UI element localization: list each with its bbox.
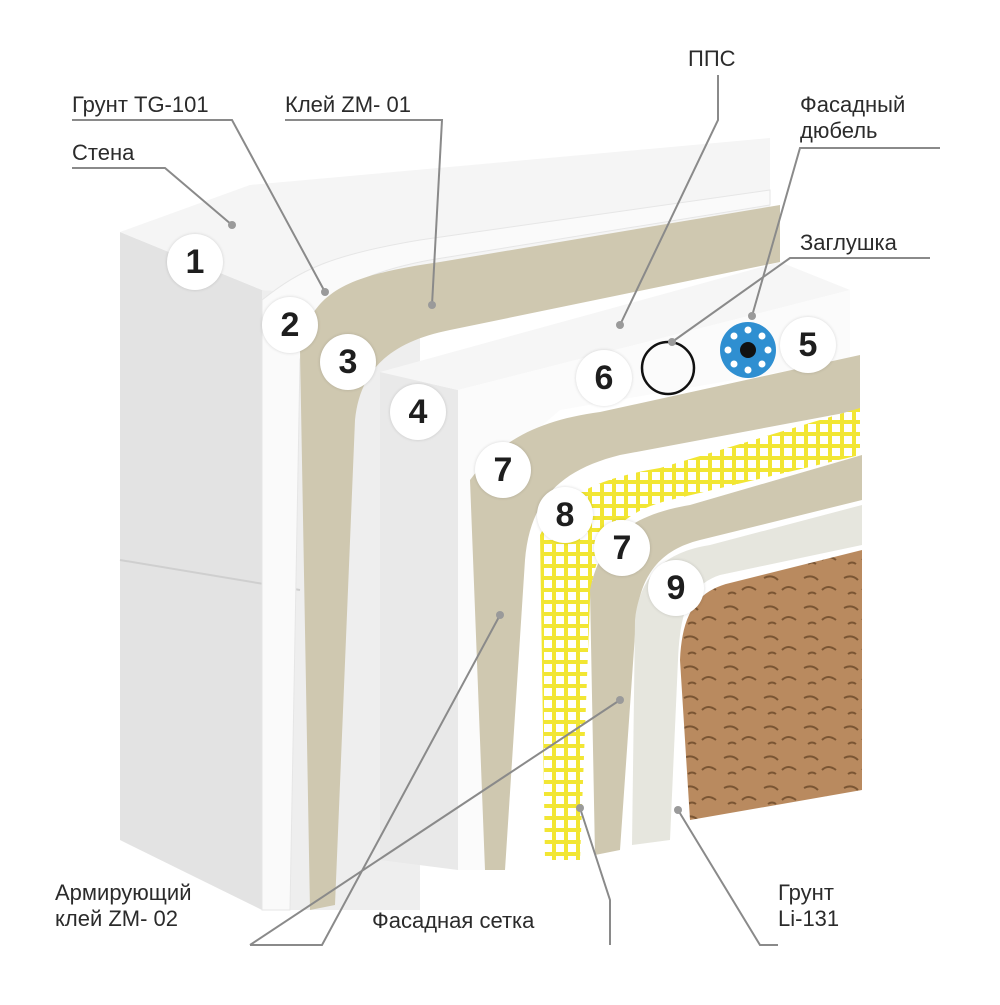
leader-primer-tg101: [72, 119, 326, 293]
leader-primer-li131: [677, 809, 778, 946]
decorative-plaster-layer: [680, 550, 862, 820]
label-plug: Заглушка: [800, 230, 897, 255]
label-glue-zm01: Клей ZM- 01: [285, 92, 411, 117]
badge-4: 4: [390, 384, 446, 440]
reinforcing-glue-layer-2: [590, 455, 862, 855]
badge-6: 6: [576, 350, 632, 406]
leader-reinforcing-1: [250, 614, 501, 946]
leader-dowel: [751, 147, 940, 317]
leader-wall: [72, 167, 233, 226]
label-facade-mesh: Фасадная сетка: [372, 908, 535, 933]
reinforcing-glue-layer-1: [470, 355, 860, 870]
badge-7a: 7: [475, 442, 531, 498]
leader-lines: [72, 75, 940, 946]
label-primer-tg101: Грунт TG-101: [72, 92, 209, 117]
badge-8: 8: [537, 487, 593, 543]
badge-5: 5: [780, 317, 836, 373]
leader-reinforcing-2: [249, 699, 621, 946]
leader-glue-zm01: [285, 119, 444, 306]
label-pps: ППС: [688, 46, 736, 71]
facade-dowel-shape: [720, 322, 776, 378]
badge-1: 1: [167, 234, 223, 290]
badge-9: 9: [648, 560, 704, 616]
badge-7b: 7: [594, 520, 650, 576]
leader-pps: [619, 75, 719, 326]
badge-3: 3: [320, 334, 376, 390]
leader-mesh: [579, 807, 611, 945]
leader-plug: [671, 257, 930, 343]
badge-2: 2: [262, 297, 318, 353]
leader-dots: [228, 221, 756, 814]
label-wall: Стена: [72, 140, 135, 165]
